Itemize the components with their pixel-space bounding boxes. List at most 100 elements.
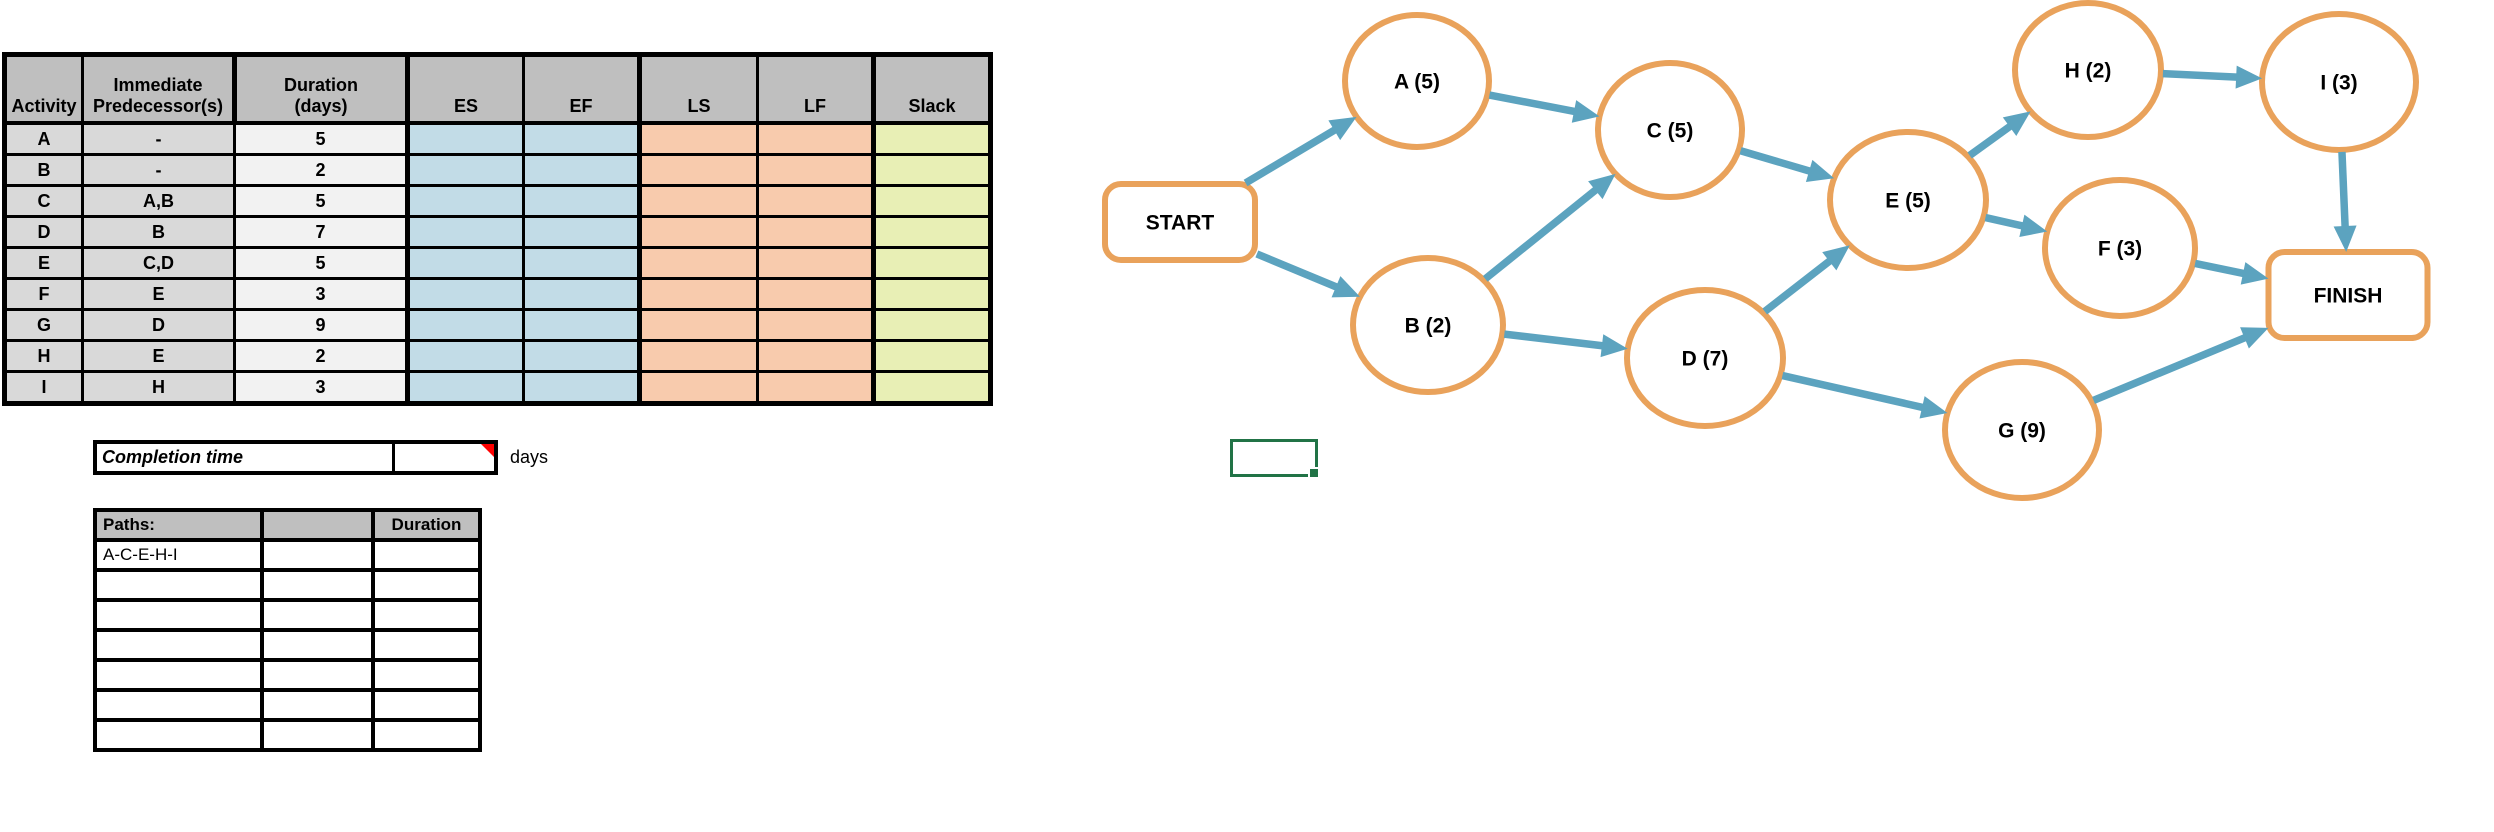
cell-lf[interactable]: [756, 339, 876, 373]
cell-slack[interactable]: [871, 277, 992, 311]
cell-slack[interactable]: [871, 308, 992, 342]
path-cell[interactable]: A-C-E-H-I: [93, 538, 264, 572]
cell-es[interactable]: [405, 215, 525, 249]
col-header-duration[interactable]: Duration (days): [233, 53, 410, 125]
cell-es[interactable]: [405, 339, 525, 373]
node-G[interactable]: G (9): [1942, 359, 2102, 501]
cell-duration[interactable]: 5: [233, 246, 410, 280]
path-cell[interactable]: [93, 568, 264, 602]
node-B[interactable]: B (2): [1350, 255, 1506, 395]
node-A[interactable]: A (5): [1342, 12, 1492, 150]
mid-cell[interactable]: [260, 538, 375, 572]
activity-circle-H[interactable]: [2012, 0, 2164, 140]
mid-cell[interactable]: [260, 628, 375, 662]
duration-cell[interactable]: [371, 538, 482, 572]
node-I[interactable]: I (3): [2259, 11, 2419, 153]
mid-cell[interactable]: [260, 568, 375, 602]
node-E[interactable]: E (5): [1827, 129, 1989, 271]
activity-circle-D[interactable]: [1624, 287, 1786, 429]
completion-time-label[interactable]: Completion time: [97, 444, 395, 471]
cell-pred[interactable]: H: [81, 370, 236, 405]
paths-duration-header[interactable]: Duration: [371, 508, 482, 542]
cell-pred[interactable]: -: [81, 153, 236, 187]
col-header-predecessor[interactable]: Immediate Predecessor(s): [81, 53, 237, 125]
cell-activity[interactable]: E: [3, 246, 84, 280]
cell-duration[interactable]: 2: [233, 339, 410, 373]
cell-slack[interactable]: [871, 215, 992, 249]
cell-duration[interactable]: 7: [233, 215, 410, 249]
path-cell[interactable]: [93, 658, 264, 692]
node-H[interactable]: H (2): [2012, 0, 2164, 140]
cell-pred[interactable]: B: [81, 215, 236, 249]
cell-ef[interactable]: [522, 370, 642, 405]
cell-ls[interactable]: [637, 277, 759, 311]
cell-duration[interactable]: 3: [233, 277, 410, 311]
node-C[interactable]: C (5): [1595, 60, 1745, 200]
cell-lf[interactable]: [756, 308, 876, 342]
milestone-shape-FINISH[interactable]: [2265, 249, 2431, 341]
cell-ef[interactable]: [522, 121, 642, 156]
selected-cell[interactable]: [1230, 439, 1320, 479]
cell-es[interactable]: [405, 184, 525, 218]
cell-ef[interactable]: [522, 277, 642, 311]
cell-activity[interactable]: B: [3, 153, 84, 187]
cell-lf[interactable]: [756, 277, 876, 311]
cell-slack[interactable]: [871, 121, 992, 156]
cell-activity[interactable]: C: [3, 184, 84, 218]
cell-slack[interactable]: [871, 184, 992, 218]
activity-circle-F[interactable]: [2042, 177, 2198, 319]
cell-pred[interactable]: E: [81, 277, 236, 311]
cell-activity[interactable]: H: [3, 339, 84, 373]
cell-activity[interactable]: G: [3, 308, 84, 342]
duration-cell[interactable]: [371, 598, 482, 632]
col-header-lf[interactable]: LF: [756, 53, 876, 125]
activity-circle-G[interactable]: [1942, 359, 2102, 501]
cell-lf[interactable]: [756, 370, 876, 405]
cell-duration[interactable]: 2: [233, 153, 410, 187]
node-START[interactable]: START: [1102, 181, 1258, 263]
cell-lf[interactable]: [756, 121, 876, 156]
node-FINISH[interactable]: FINISH: [2265, 249, 2431, 341]
cell-lf[interactable]: [756, 184, 876, 218]
cell-ls[interactable]: [637, 184, 759, 218]
mid-cell[interactable]: [260, 688, 375, 722]
cell-ls[interactable]: [637, 121, 759, 156]
cell-duration[interactable]: 3: [233, 370, 410, 405]
cell-pred[interactable]: A,B: [81, 184, 236, 218]
activity-circle-E[interactable]: [1827, 129, 1989, 271]
cell-lf[interactable]: [756, 215, 876, 249]
node-D[interactable]: D (7): [1624, 287, 1786, 429]
cell-duration[interactable]: 5: [233, 121, 410, 156]
duration-cell[interactable]: [371, 628, 482, 662]
cell-es[interactable]: [405, 370, 525, 405]
cell-slack[interactable]: [871, 370, 992, 405]
cell-pred[interactable]: D: [81, 308, 236, 342]
cell-pred[interactable]: E: [81, 339, 236, 373]
cell-ef[interactable]: [522, 339, 642, 373]
activity-circle-A[interactable]: [1342, 12, 1492, 150]
activity-circle-C[interactable]: [1595, 60, 1745, 200]
cell-ef[interactable]: [522, 153, 642, 187]
cell-lf[interactable]: [756, 246, 876, 280]
mid-cell[interactable]: [260, 658, 375, 692]
cell-ef[interactable]: [522, 215, 642, 249]
milestone-shape-START[interactable]: [1102, 181, 1258, 263]
cell-activity[interactable]: A: [3, 121, 84, 156]
duration-cell[interactable]: [371, 568, 482, 602]
path-cell[interactable]: [93, 628, 264, 662]
cell-activity[interactable]: F: [3, 277, 84, 311]
cell-ef[interactable]: [522, 308, 642, 342]
cell-ls[interactable]: [637, 308, 759, 342]
node-F[interactable]: F (3): [2042, 177, 2198, 319]
cell-ef[interactable]: [522, 184, 642, 218]
col-header-activity[interactable]: Activity: [3, 53, 84, 125]
cell-slack[interactable]: [871, 246, 992, 280]
cell-es[interactable]: [405, 308, 525, 342]
cell-ls[interactable]: [637, 246, 759, 280]
cell-slack[interactable]: [871, 339, 992, 373]
path-cell[interactable]: [93, 688, 264, 722]
mid-cell[interactable]: [260, 718, 375, 752]
cell-ls[interactable]: [637, 370, 759, 405]
cell-activity[interactable]: D: [3, 215, 84, 249]
cell-es[interactable]: [405, 277, 525, 311]
